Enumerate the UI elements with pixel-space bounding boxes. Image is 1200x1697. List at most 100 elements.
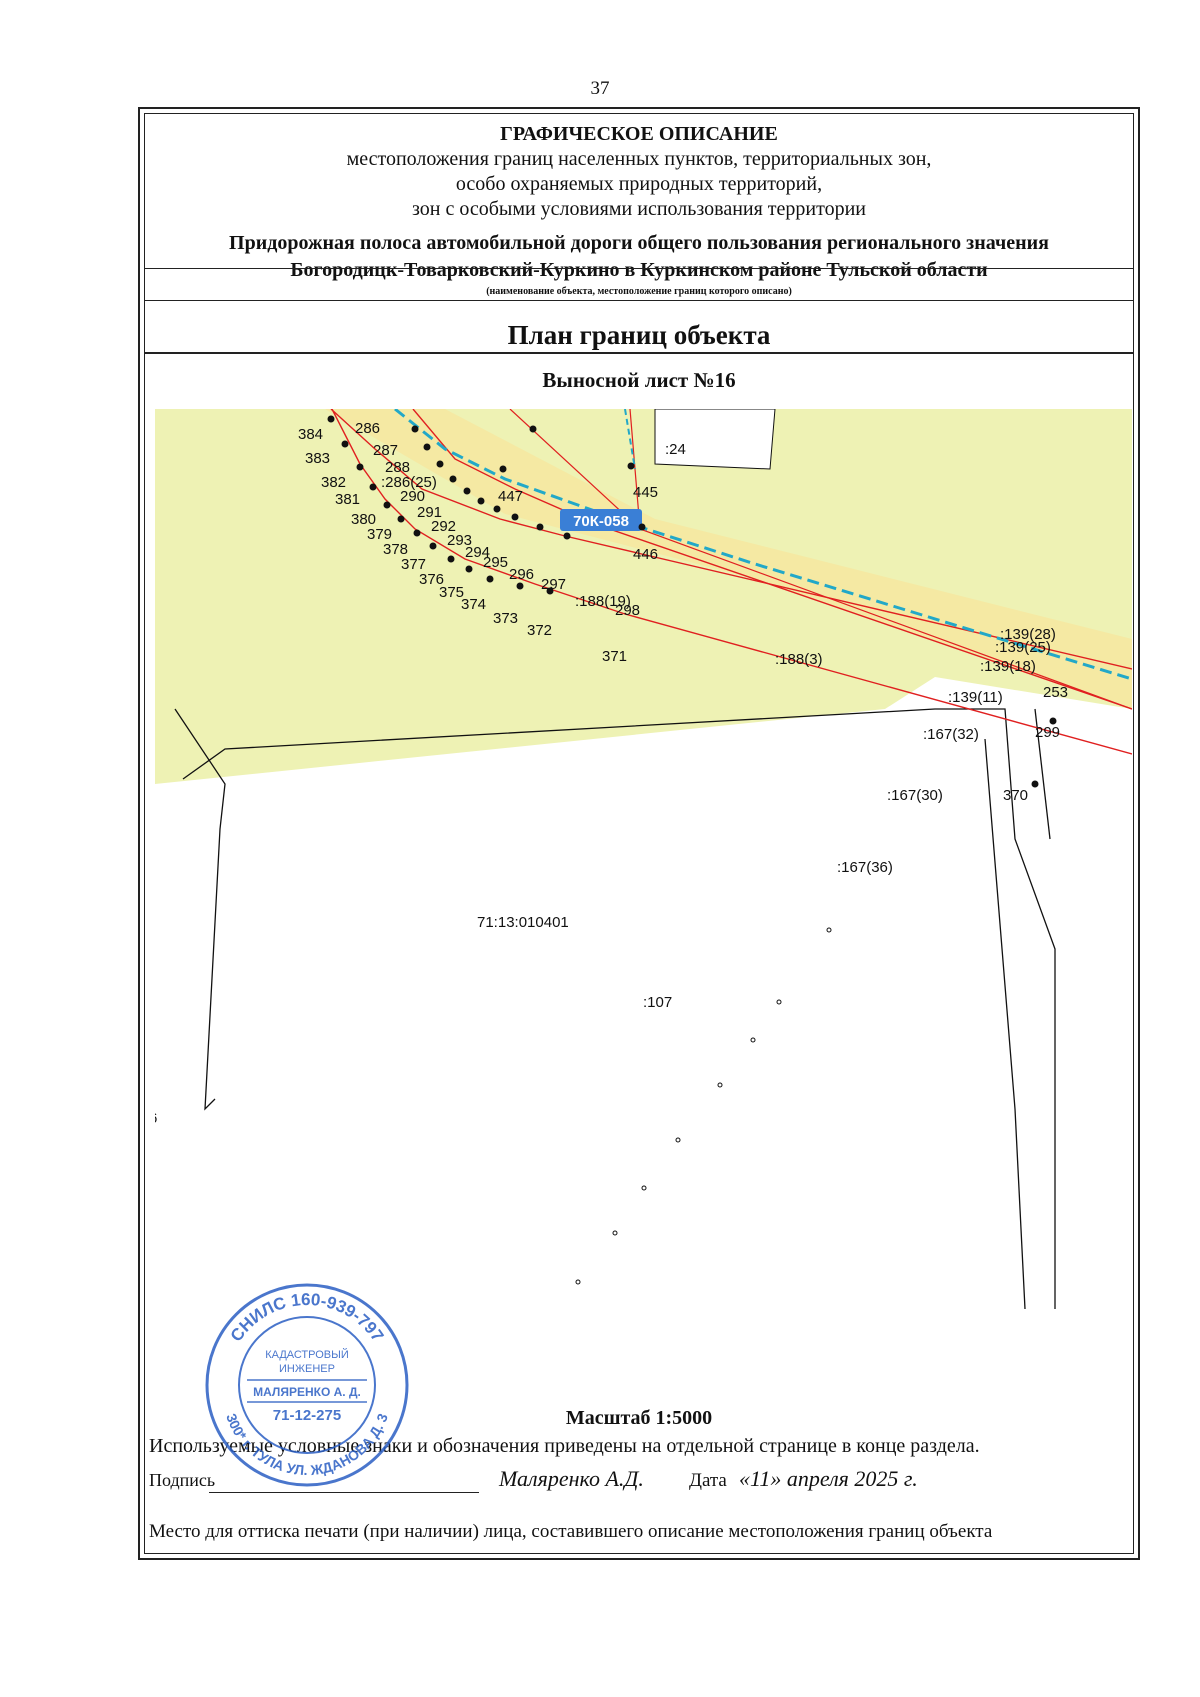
label-296: 296 xyxy=(509,566,534,583)
stamp-name: МАЛЯРЕНКО А. Д. xyxy=(253,1385,361,1399)
document-subtitle-1: местоположения границ населенных пунктов… xyxy=(346,148,932,170)
date-value: «11» апреля 2025 г. xyxy=(739,1466,918,1491)
point-376 xyxy=(447,555,455,563)
vegetation-area xyxy=(155,409,1132,784)
stamp-number: 71-12-275 xyxy=(273,1407,341,1424)
point-378 xyxy=(413,529,421,537)
zone-boundary-blue xyxy=(394,409,1132,681)
parcel-line-main xyxy=(182,708,1056,1309)
label-446: 446 xyxy=(633,546,658,563)
label-372: 372 xyxy=(527,622,552,639)
point-447 xyxy=(499,465,507,473)
boundary-red-2 xyxy=(412,409,1132,710)
point-382 xyxy=(356,463,364,471)
label-288: 288 xyxy=(385,459,410,476)
point-374 xyxy=(486,575,494,583)
road-tag: 70К-058 xyxy=(573,513,629,530)
survey-mark xyxy=(826,927,832,933)
label-299: 299 xyxy=(1035,724,1060,741)
point-288 xyxy=(423,443,431,451)
label-295: 295 xyxy=(483,554,508,571)
title-block: ГРАФИЧЕСКОЕ ОПИСАНИЕ местоположения гран… xyxy=(145,122,1133,284)
parcel-line-east xyxy=(984,738,1026,1310)
label-370: 370 xyxy=(1003,787,1028,804)
label-294: 294 xyxy=(465,544,490,561)
divider xyxy=(145,300,1133,301)
point-373 xyxy=(516,582,524,590)
label-290: 290 xyxy=(400,488,425,505)
boundary-map: 70К-058 xyxy=(155,409,1132,1409)
object-name-1: Придорожная полоса автомобильной дороги … xyxy=(229,232,1049,254)
label-380: 380 xyxy=(351,511,376,528)
stamp-line-2: ИНЖЕНЕР xyxy=(279,1363,335,1375)
label-298: 298 xyxy=(615,602,640,619)
point-381 xyxy=(369,483,377,491)
label-291: 291 xyxy=(417,504,442,521)
document-title: ГРАФИЧЕСКОЕ ОПИСАНИЕ xyxy=(500,123,778,145)
boundary-red-1 xyxy=(330,409,1132,670)
survey-mark xyxy=(575,1279,581,1285)
boundary-points xyxy=(327,415,1057,788)
label-107: :107 xyxy=(643,994,672,1011)
object-name-2: Богородицк-Товарковский-Куркино в Куркин… xyxy=(290,259,988,281)
label-286: 286 xyxy=(355,420,380,437)
point-297 xyxy=(563,532,571,540)
point-287 xyxy=(411,425,419,433)
point-377 xyxy=(429,542,437,550)
label-383: 383 xyxy=(305,450,330,467)
label-188-3: :188(3) xyxy=(775,651,823,668)
object-caption: (наименование объекта, местоположение гр… xyxy=(486,286,792,297)
label-188-19: :188(19) xyxy=(575,593,631,610)
document-frame: ГРАФИЧЕСКОЕ ОПИСАНИЕ местоположения гран… xyxy=(138,107,1140,1560)
point-370 xyxy=(1031,780,1039,788)
signature-row: Подпись Маляренко А.Д. Дата «11» апреля … xyxy=(149,1466,1129,1496)
label-167-36: :167(36) xyxy=(837,859,893,876)
label-381: 381 xyxy=(335,491,360,508)
label-376: 376 xyxy=(419,571,444,588)
point-445 xyxy=(627,462,635,470)
point-372 xyxy=(546,587,554,595)
document-inner-frame: ГРАФИЧЕСКОЕ ОПИСАНИЕ местоположения гран… xyxy=(144,113,1134,1554)
map-canvas: 70К-058 xyxy=(155,409,1132,1409)
label-293: 293 xyxy=(447,532,472,549)
point-380 xyxy=(383,501,391,509)
legend-note: Используемые условные знаки и обозначени… xyxy=(149,1435,980,1457)
stamp-inner-ring xyxy=(238,1316,376,1454)
point-295 xyxy=(511,513,519,521)
point-290 xyxy=(436,460,444,468)
boundary-red-3 xyxy=(331,409,1132,755)
stamp-outer-ring xyxy=(205,1283,409,1487)
label-253: 253 xyxy=(1043,684,1068,701)
point-299 xyxy=(1049,717,1057,725)
label-384: 384 xyxy=(298,426,323,443)
survey-mark xyxy=(675,1137,681,1143)
zone-boundary-blue-2 xyxy=(624,409,636,470)
road-strip xyxy=(325,409,1132,709)
label-374: 374 xyxy=(461,596,486,613)
road-tag-bg xyxy=(560,509,642,531)
stamp-line-1: КАДАСТРОВЫЙ xyxy=(265,1348,349,1361)
point-383 xyxy=(341,440,349,448)
label-139-25: :139(25) xyxy=(995,639,1051,656)
signature-label: Подпись xyxy=(149,1470,216,1490)
survey-mark xyxy=(612,1230,618,1236)
point-444 xyxy=(529,425,537,433)
scale-label: Масштаб 1:5000 xyxy=(565,1407,713,1429)
point-384 xyxy=(327,415,335,423)
point-379 xyxy=(397,515,405,523)
label-375: 375 xyxy=(439,584,464,601)
divider xyxy=(145,268,1133,269)
stamp-note: Место для оттиска печати (при наличии) л… xyxy=(149,1521,993,1542)
point-293 xyxy=(477,497,485,505)
point-375 xyxy=(465,565,473,573)
survey-mark xyxy=(717,1082,723,1088)
label-373: 373 xyxy=(493,610,518,627)
label-378: 378 xyxy=(383,541,408,558)
point-292 xyxy=(463,487,471,495)
point-296 xyxy=(536,523,544,531)
label-139-28: :139(28) xyxy=(1000,626,1056,643)
divider xyxy=(145,352,1133,354)
edge-fragment: 6 xyxy=(155,1110,157,1127)
survey-mark xyxy=(776,999,782,1005)
label-287: 287 xyxy=(373,442,398,459)
